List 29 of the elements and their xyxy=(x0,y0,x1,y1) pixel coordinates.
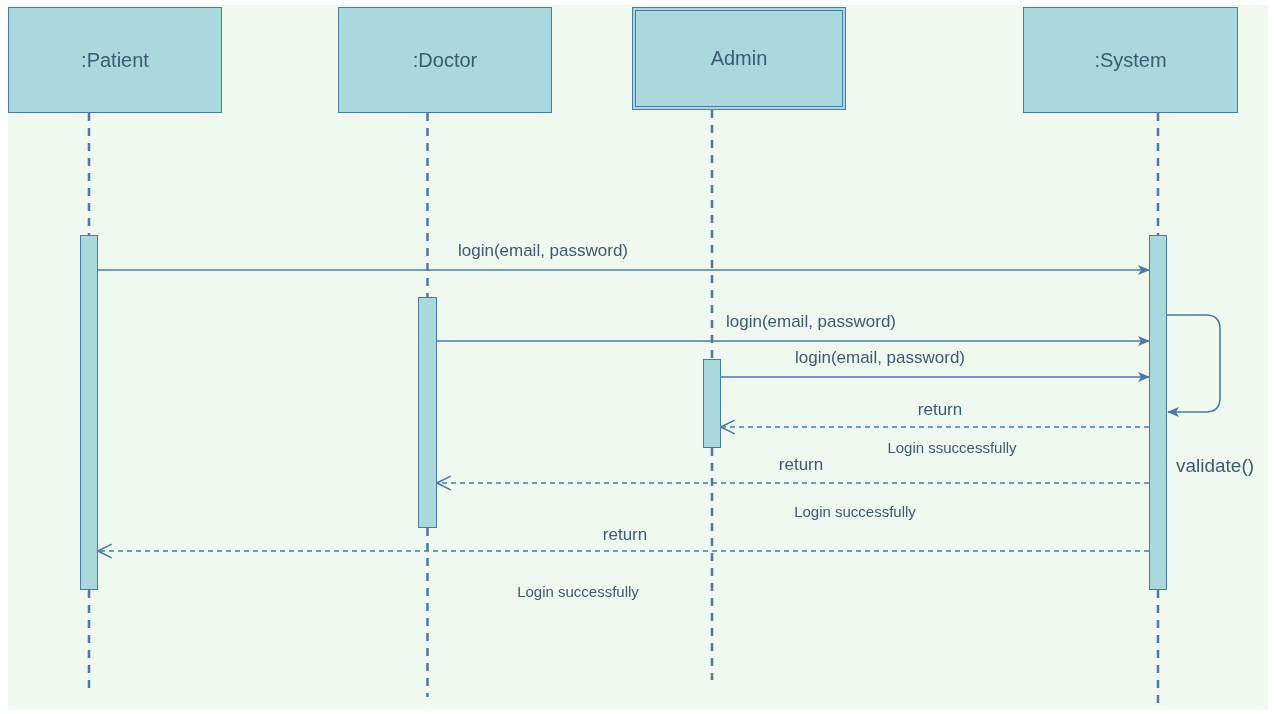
participant-name: :System xyxy=(1094,48,1167,72)
lifeline xyxy=(87,590,91,688)
lifeline-header xyxy=(1023,7,1238,113)
activation-bar xyxy=(703,359,721,448)
lifeline xyxy=(87,113,91,235)
note-text: Login successfully xyxy=(517,584,639,601)
lifeline-header xyxy=(338,7,552,113)
lifeline xyxy=(710,448,714,680)
message-arrow xyxy=(97,265,1150,275)
lifeline xyxy=(710,110,714,359)
return-message-arrow xyxy=(436,475,1150,491)
return-message-arrow xyxy=(720,419,1150,435)
activation-bar xyxy=(1149,235,1167,590)
self-message-arrow xyxy=(1166,314,1221,417)
note-text: Login successfully xyxy=(794,504,916,521)
lifeline xyxy=(426,528,429,697)
note-text: Login ssuccessfully xyxy=(887,440,1017,457)
activation-bar xyxy=(80,235,98,590)
lifeline xyxy=(426,113,429,297)
participant-name: :Doctor xyxy=(412,48,478,72)
participant-name: Admin xyxy=(710,47,768,70)
lifeline-header xyxy=(8,7,222,113)
lifeline-header xyxy=(632,7,846,110)
lifeline xyxy=(1156,113,1160,235)
activation-bar xyxy=(418,297,437,528)
message-arrow xyxy=(436,336,1150,346)
message-arrow xyxy=(720,372,1150,382)
return-message-arrow xyxy=(97,543,1150,559)
participant-name: :Patient xyxy=(81,48,149,72)
